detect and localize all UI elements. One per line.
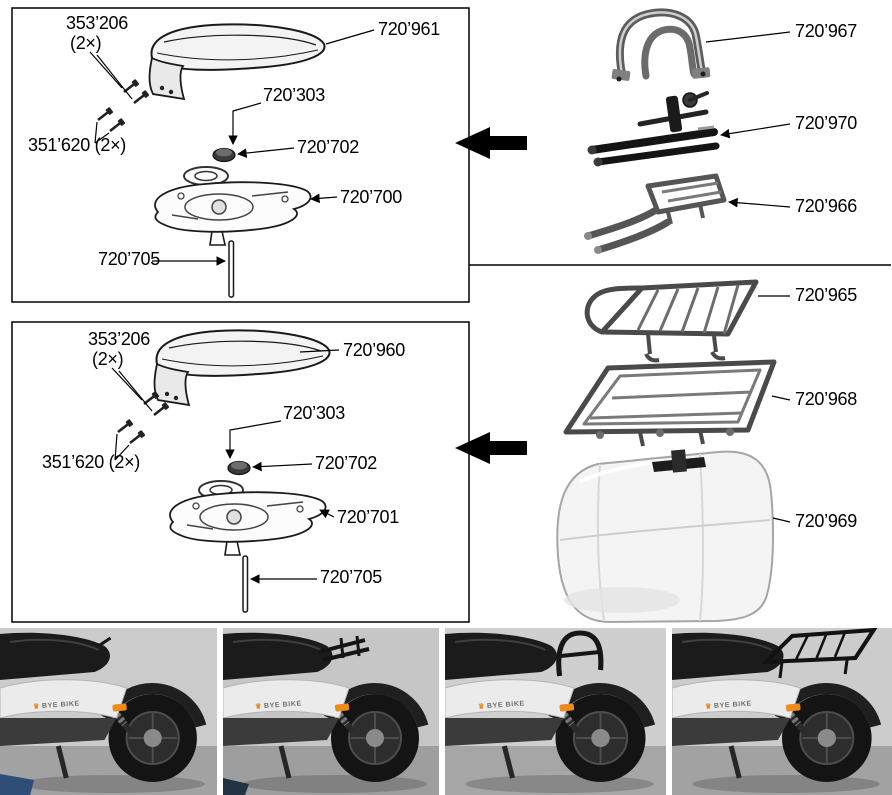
part-label-720705-b: 720’705 (320, 567, 382, 587)
part-label-720702-b: 720’702 (315, 453, 377, 473)
cap-720702-b-drawing (227, 460, 251, 476)
part-label-351620-a: 351’620 (2×) (28, 135, 126, 155)
carrier-720966-drawing (584, 173, 727, 254)
part-label-720700: 720’700 (340, 187, 402, 207)
cap-720702-a-drawing (212, 147, 236, 163)
seat-720960-drawing (114, 329, 331, 613)
part-label-353206-a-qty: (2×) (70, 33, 102, 53)
bracket-720970-drawing (587, 91, 720, 167)
leader-lines-kit-b (111, 349, 340, 584)
arrow-left-icon (455, 432, 527, 464)
part-label-720968: 720’968 (795, 389, 857, 409)
part-label-720303-a: 720’303 (263, 85, 325, 105)
part-label-353206-b: 353’206 (88, 329, 150, 349)
leader-lines-accessories-b (758, 295, 791, 523)
kit-frame-bottom (11, 321, 470, 623)
arrow-left-icon (455, 127, 527, 159)
rack-720965-drawing (584, 279, 759, 363)
part-label-720960: 720’960 (343, 340, 405, 360)
part-label-351620-b: 351’620 (2×) (42, 452, 140, 472)
photo-bike-plain: ♛ BYE BIKE (0, 628, 217, 795)
part-label-720701: 720’701 (337, 507, 399, 527)
photo-bike-with-bracket: ♛ BYE BIKE (223, 628, 439, 795)
leader-lines-accessories-a (705, 31, 791, 208)
brand-logo-icon: ♛ (477, 703, 486, 712)
base-720700-drawing (154, 181, 312, 246)
part-label-720966: 720’966 (795, 196, 857, 216)
brand-logo-icon: ♛ (32, 703, 40, 712)
photo-bike-with-rack: ♛ BYE BIKE (672, 628, 892, 795)
leader-lines-kit-a (89, 29, 375, 266)
brand-logo-icon: ♛ (704, 703, 713, 712)
part-label-720961: 720’961 (378, 19, 440, 39)
part-label-353206-a: 353’206 (66, 13, 128, 33)
photo-bike-with-backrest: ♛ BYE BIKE (445, 628, 666, 795)
part-label-720965: 720’965 (795, 285, 857, 305)
part-label-720303-b: 720’303 (283, 403, 345, 423)
part-label-720702-a: 720’702 (297, 137, 359, 157)
top-case-720969-drawing (556, 449, 775, 624)
part-label-720970: 720’970 (795, 113, 857, 133)
backrest-720967-drawing (611, 8, 711, 82)
part-label-720969: 720’969 (795, 511, 857, 531)
part-label-720967: 720’967 (795, 21, 857, 41)
brand-logo-icon: ♛ (255, 703, 263, 712)
kit-frame-top (11, 7, 470, 303)
rack-720968-drawing (563, 359, 777, 447)
part-label-353206-b-qty: (2×) (92, 349, 124, 369)
rod-720705-a-drawing (228, 240, 235, 298)
base-720701-drawing (169, 491, 327, 556)
part-label-720705-a: 720’705 (98, 249, 160, 269)
rod-720705-b-drawing (242, 555, 249, 613)
